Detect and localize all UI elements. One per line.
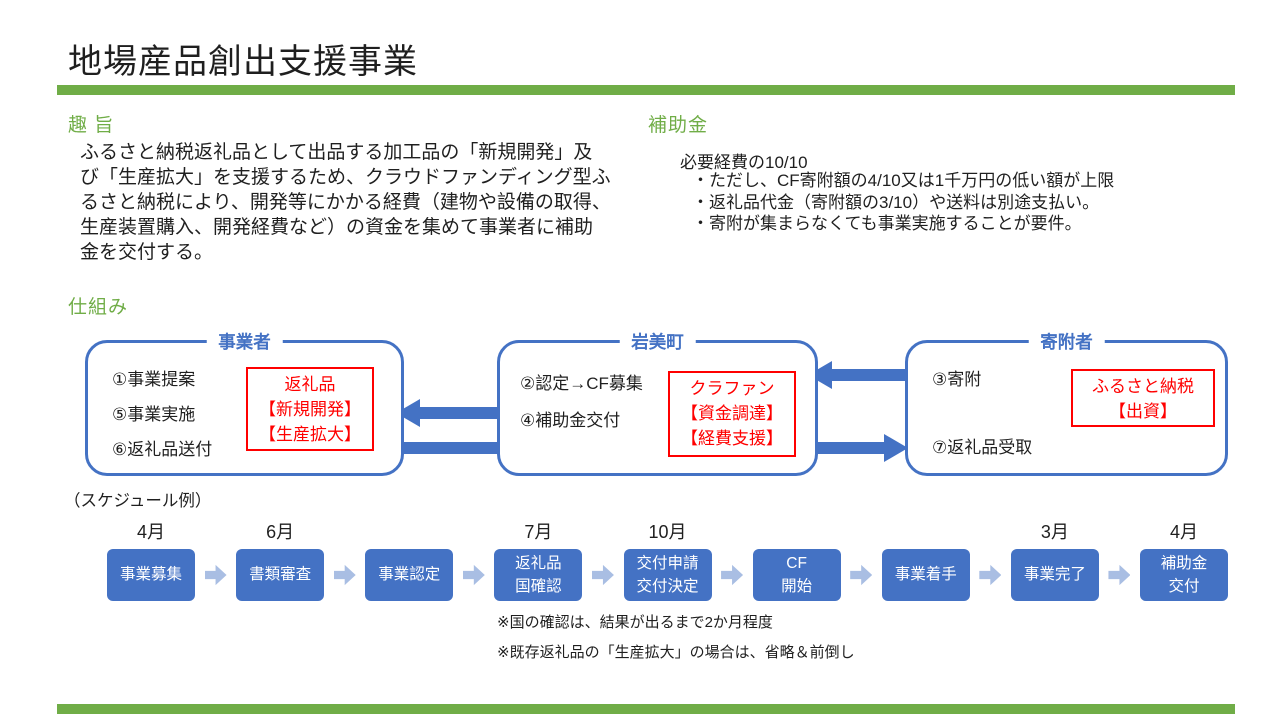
schedule-step: 4月事業募集 bbox=[107, 519, 195, 601]
schedule-step-line: 交付申請 bbox=[636, 554, 699, 572]
tag-line: 【資金調達】 bbox=[681, 404, 783, 423]
schedule-note: ※国の確認は、結果が出るまで2か月程度 bbox=[497, 614, 773, 631]
chevron-right-icon bbox=[591, 564, 614, 586]
scheme-heading: 仕組み bbox=[68, 297, 129, 318]
purpose-line: ふるさと納税返礼品として出品する加工品の「新規開発」及 bbox=[80, 142, 593, 163]
schedule-step: 3月事業完了 bbox=[1010, 519, 1099, 601]
month-label: 7月 bbox=[524, 522, 553, 542]
schedule-step-line: 補助金 bbox=[1160, 554, 1208, 572]
month-label: 4月 bbox=[1169, 522, 1198, 542]
chevron-right-icon bbox=[333, 564, 356, 586]
schedule-note: ※既存返礼品の「生産拡大」の場合は、省略＆前倒し bbox=[497, 644, 855, 661]
chevron-right-icon bbox=[1108, 564, 1131, 586]
schedule-step-box: 書類審査 bbox=[236, 549, 325, 601]
subsidy-bullet: ・ただし、CF寄附額の4/10又は1千万円の低い額が上限 bbox=[692, 171, 1115, 190]
page-title: 地場産品創出支援事業 bbox=[68, 43, 418, 81]
scheme-box-label: 岩美町 bbox=[619, 330, 696, 354]
schedule-step-box: 事業募集 bbox=[107, 549, 195, 601]
tag-line: 【経費支援】 bbox=[681, 429, 783, 448]
scheme-box-donor: 寄附者 ③寄附 ⑦返礼品受取 ふるさと納税 【出資】 bbox=[905, 330, 1228, 476]
schedule-step-box: 補助金交付 bbox=[1140, 549, 1228, 601]
purpose-line: 生産装置購入、開発経費など）の資金を集めて事業者に補助 bbox=[80, 217, 594, 238]
chevron-right-icon bbox=[462, 564, 485, 586]
subsidy-heading: 補助金 bbox=[648, 115, 709, 136]
subsidy-rate: 必要経費の10/10 bbox=[680, 153, 808, 172]
purpose-line: 金を交付する。 bbox=[80, 242, 214, 263]
schedule-step-line: 事業着手 bbox=[894, 566, 957, 584]
tag-line: 【新規開発】 bbox=[259, 400, 361, 419]
schedule-step-box: CF 開始 bbox=[752, 549, 841, 601]
chevron-right-icon bbox=[721, 564, 744, 586]
schedule-caption: （スケジュール例） bbox=[64, 492, 212, 510]
month-label: 4月 bbox=[136, 522, 165, 542]
schedule-step-box: 事業着手 bbox=[881, 549, 970, 601]
schedule-step: 6月書類審査 bbox=[236, 519, 325, 601]
arrow-left-donor-to-town-icon bbox=[808, 361, 906, 389]
subsidy-bullet: ・寄附が集まらなくても事業実施することが要件。 bbox=[692, 214, 1082, 233]
subsidy-bullet: ・返礼品代金（寄附額の3/10）や送料は別途支払い。 bbox=[692, 192, 1100, 212]
purpose-heading: 趣 旨 bbox=[68, 115, 115, 136]
schedule-step-line: 開始 bbox=[781, 577, 813, 595]
scheme-box-label: 事業者 bbox=[206, 330, 283, 354]
scheme-box-label: 寄附者 bbox=[1028, 330, 1105, 354]
month-label: 10月 bbox=[648, 522, 687, 542]
reward-tag-box: 返礼品 【新規開発】 【生産拡大】 bbox=[246, 367, 374, 451]
schedule-step: 事業着手 bbox=[881, 519, 970, 601]
purpose-text: ふるさと納税返礼品として出品する加工品の「新規開発」及 び「生産拡大」を支援する… bbox=[80, 140, 611, 265]
schedule-step-line: 書類審査 bbox=[249, 566, 312, 584]
scheme-step: ⑦返礼品受取 bbox=[932, 438, 1033, 457]
month-label: 6月 bbox=[266, 522, 295, 542]
crowdfunding-tag-box: クラファン 【資金調達】 【経費支援】 bbox=[668, 371, 796, 457]
hometown-tax-tag-box: ふるさと納税 【出資】 bbox=[1071, 369, 1215, 427]
schedule-step-box: 交付申請交付決定 bbox=[623, 549, 712, 601]
tag-line: 【出資】 bbox=[1109, 402, 1177, 421]
schedule-step-line: 事業募集 bbox=[119, 566, 182, 584]
scheme-step: ⑤事業実施 bbox=[112, 405, 196, 424]
scheme-step: ④補助金交付 bbox=[520, 411, 621, 430]
schedule-step-line: 国確認 bbox=[515, 577, 562, 595]
title-underline-bar bbox=[57, 85, 1235, 95]
schedule-step-line: 事業完了 bbox=[1023, 566, 1086, 584]
chevron-right-icon bbox=[979, 564, 1002, 586]
schedule-step-box: 事業認定 bbox=[365, 549, 454, 601]
tag-line: 【生産拡大】 bbox=[259, 425, 361, 444]
arrow-left-town-to-business-icon bbox=[396, 399, 498, 427]
schedule-step-line: 事業認定 bbox=[378, 566, 441, 584]
schedule-notes: ※国の確認は、結果が出るまで2か月程度 ※既存返礼品の「生産拡大」の場合は、省略… bbox=[497, 611, 855, 671]
scheme-box-business: 事業者 ①事業提案 ⑤事業実施 ⑥返礼品送付 返礼品 【新規開発】 【生産拡大】 bbox=[85, 330, 404, 476]
schedule-step-box: 事業完了 bbox=[1010, 549, 1099, 601]
schedule-step-box: 返礼品国確認 bbox=[494, 549, 583, 601]
chevron-right-icon bbox=[204, 564, 227, 586]
purpose-line: るさと納税により、開発等にかかる経費（建物や設備の取得、 bbox=[80, 192, 611, 213]
scheme-step: ⑥返礼品送付 bbox=[112, 440, 213, 459]
chevron-right-icon bbox=[850, 564, 873, 586]
schedule-step: 4月補助金交付 bbox=[1140, 519, 1228, 601]
month-label: 3月 bbox=[1040, 522, 1069, 542]
schedule-step-line: 返礼品 bbox=[515, 554, 562, 572]
schedule-step: 7月返礼品国確認 bbox=[494, 519, 583, 601]
scheme-step: ③寄附 bbox=[932, 370, 982, 389]
purpose-line: び「生産拡大」を支援するため、クラウドファンディング型ふ bbox=[80, 167, 611, 188]
schedule-step-line: 交付決定 bbox=[636, 577, 699, 595]
tag-line: 返礼品 bbox=[284, 375, 336, 394]
schedule-step-line: 交付 bbox=[1168, 577, 1200, 595]
month-label bbox=[882, 519, 970, 549]
subsidy-bullets: ・ただし、CF寄附額の4/10又は1千万円の低い額が上限 ・返礼品代金（寄附額の… bbox=[692, 170, 1114, 235]
month-label bbox=[753, 519, 841, 549]
footer-bar bbox=[57, 704, 1235, 714]
scheme-box-town: 岩美町 ②認定→CF募集 ④補助金交付 クラファン 【資金調達】 【経費支援】 bbox=[497, 330, 818, 476]
schedule-step: 10月交付申請交付決定 bbox=[623, 519, 712, 601]
scheme-step: ②認定→CF募集 bbox=[520, 374, 643, 393]
schedule-step: CF 開始 bbox=[752, 519, 841, 601]
scheme-step: ①事業提案 bbox=[112, 370, 196, 389]
tag-line: ふるさと納税 bbox=[1092, 377, 1194, 396]
schedule-step-line: CF bbox=[786, 554, 807, 572]
month-label bbox=[365, 519, 453, 549]
tag-line: クラファン bbox=[689, 379, 775, 398]
schedule-step: 事業認定 bbox=[365, 519, 454, 601]
